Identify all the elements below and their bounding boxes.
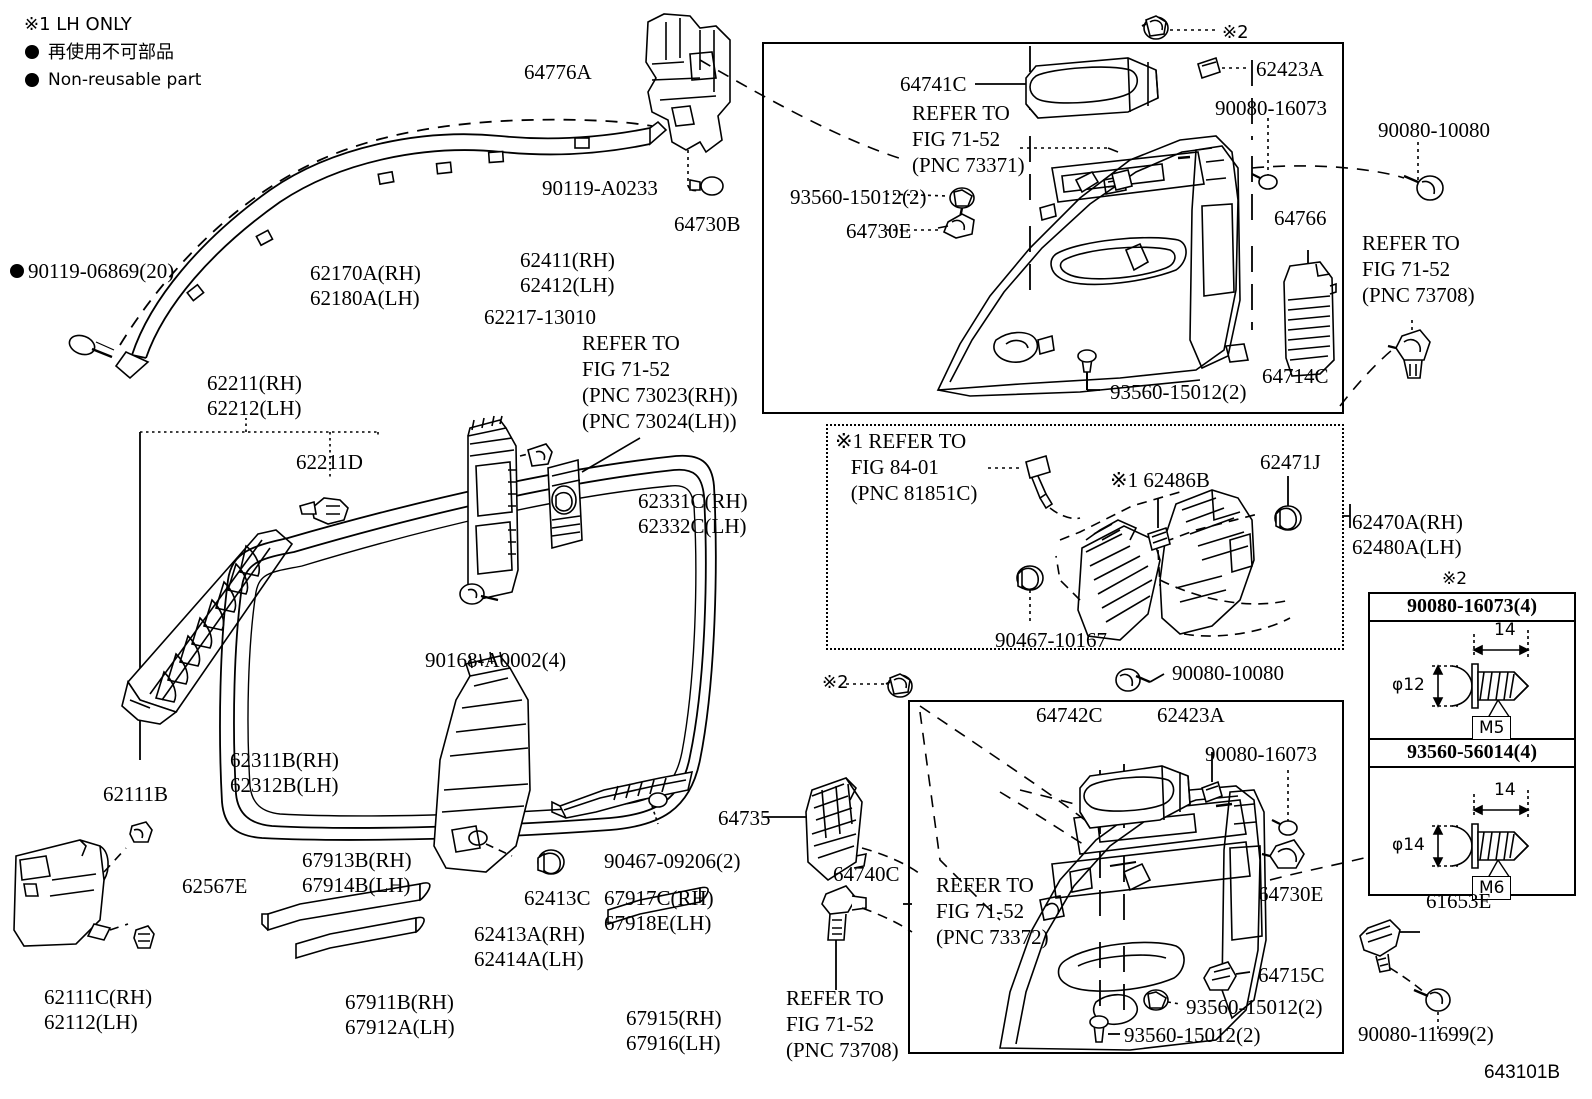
label-90467-10167: 90467-10167 (995, 628, 1107, 652)
panel-quarter-pillar-lh (826, 424, 1344, 650)
label-90467-09206: 90467-09206(2) (604, 849, 741, 873)
scuff-plate-67911B-art (295, 916, 425, 960)
label-62413A-62414A: 62413A(RH) 62414A(LH) (474, 922, 585, 971)
label-refer-73371: REFER TO FIG 71-52 (PNC 73371) (912, 101, 1025, 177)
label-93560-15012-bottom2: 93560-15012(2) (1124, 1023, 1261, 1047)
center-pillar-trim-upper-art (459, 415, 553, 605)
fastener-row-2-head-diameter: φ14 (1392, 835, 1425, 855)
label-62411-62412: 62411(RH) 62412(LH) (520, 248, 615, 297)
clip-62111B-art (129, 821, 153, 843)
leader-73023 (581, 437, 641, 473)
label-62470A-62480A: 62470A(RH) 62480A(LH) (1352, 510, 1463, 559)
label-64730E-top: 64730E (846, 219, 912, 243)
label-90119-A0233: 90119-A0233 (542, 176, 658, 200)
label-90119-06869: 90119-06869(20) (28, 259, 175, 283)
label-64776A: 64776A (524, 60, 592, 84)
bolt-90080-10080-bottom-art (1115, 668, 1165, 692)
label-93560-15012-top: 93560-15012(2) (790, 185, 927, 209)
clip-62211D-art (299, 497, 349, 525)
label-90080-10080-top: 90080-10080 (1378, 118, 1490, 142)
label-62217-13010: 62217-13010 (484, 305, 596, 329)
rear-door-scuff-67917C-art (551, 770, 694, 825)
label-64730E-bottom: 64730E (1258, 882, 1324, 906)
label-note-x2-mid: ※2 (822, 672, 849, 693)
panel-rear-quarter-upper (762, 42, 1344, 414)
fastener-table-note-x2: ※2 (1442, 569, 1468, 589)
label-64740C: 64740C (833, 862, 900, 886)
fastener-row-1-length: 14 (1494, 620, 1516, 640)
screw-x2-bottom-art (885, 673, 913, 698)
cowl-side-trim-art (13, 839, 129, 947)
panel-rear-quarter-lower (908, 700, 1344, 1054)
drawing-number: 643101B (1484, 1062, 1561, 1083)
label-90080-16073-top: 90080-16073 (1215, 96, 1327, 120)
fastener-row-2-length: 14 (1494, 780, 1516, 800)
legend-english-non-reusable: Non-reusable part (48, 70, 202, 90)
clip-64714C-art (1387, 316, 1431, 379)
label-64766: 64766 (1274, 206, 1327, 230)
fastener-row-1-thread: M5 (1472, 716, 1512, 740)
bolt-90080-10080-top-art (1403, 142, 1444, 201)
bullet-icon-japanese (25, 45, 39, 59)
label-93560-15012-top2: 93560-15012(2) (1110, 380, 1247, 404)
label-90080-11699: 90080-11699(2) (1358, 1022, 1494, 1046)
label-refer-73023-73024: REFER TO FIG 71-52 (PNC 73023(RH)) (PNC … (582, 331, 738, 433)
label-62311B-62312B: 62311B(RH) 62312B(LH) (230, 748, 339, 797)
label-64714C: 64714C (1262, 364, 1329, 388)
label-62413C: 62413C (524, 886, 591, 910)
label-62331C-62332C: 62331C(RH) 62332C(LH) (638, 489, 748, 538)
label-90168-A0002: 90168-A0002(4) (425, 648, 567, 672)
bullet-icon-english (25, 73, 39, 87)
bullet-icon-90119-06869 (10, 264, 24, 278)
assist-grip-bracket-64776A-art (645, 13, 731, 196)
label-90080-10080-bottom: 90080-10080 (1172, 661, 1284, 685)
label-62423A-bottom: 62423A (1157, 703, 1225, 727)
label-62111B: 62111B (103, 782, 168, 806)
label-64741C: 64741C (900, 72, 967, 96)
label-62170A-62180A: 62170A(RH) 62180A(LH) (310, 261, 421, 310)
label-62211-62212: 62211(RH) 62212(LH) (207, 371, 302, 420)
label-64715C: 64715C (1258, 963, 1325, 987)
label-64730B: 64730B (674, 212, 741, 236)
label-refer-81851C: ※1 REFER TO FIG 84-01 (PNC 81851C) (835, 429, 978, 505)
legend-lh-only: ※1 LH ONLY (24, 14, 132, 35)
label-refer-73372: REFER TO FIG 71-52 (PNC 73372) (936, 873, 1049, 949)
center-pillar-lower-trim-art (433, 651, 565, 875)
label-67917C-67918E: 67917C(RH) 67918E(LH) (604, 886, 714, 935)
screw-x2-top-art (1141, 15, 1169, 40)
center-pillar-sub-part-art (547, 458, 583, 550)
label-67915-67916: 67915(RH) 67916(LH) (626, 1006, 722, 1055)
label-64735: 64735 (718, 806, 771, 830)
label-62471J: 62471J (1260, 450, 1321, 474)
fastener-row-2-part-number: 93560-56014(4) (1370, 738, 1574, 768)
label-refer-73708-top-right: REFER TO FIG 71-52 (PNC 73708) (1362, 231, 1475, 307)
label-62111C-62112: 62111C(RH) 62112(LH) (44, 985, 153, 1034)
label-note-x2-top: ※2 (1222, 22, 1249, 43)
fastener-row-1-head-diameter: φ12 (1392, 675, 1425, 695)
label-62567E: 62567E (182, 874, 248, 898)
label-62423A-top: 62423A (1256, 57, 1324, 81)
front-pillar-garnish-art (121, 529, 294, 725)
label-refer-73708-bottom-left: REFER TO FIG 71-52 (PNC 73708) (786, 986, 899, 1062)
legend-japanese-non-reusable: 再使用不可部品 (48, 42, 174, 63)
label-64742C: 64742C (1036, 703, 1103, 727)
label-62486B: ※1 62486B (1110, 468, 1210, 492)
fastener-row-2-thread: M6 (1472, 876, 1512, 900)
bracket-61653E-art (1359, 919, 1429, 997)
fastener-row-1-part-number: 90080-16073(4) (1370, 594, 1574, 622)
label-93560-15012-bottom1: 93560-15012(2) (1186, 995, 1323, 1019)
label-67913B-67914B: 67913B(RH) 67914B(LH) (302, 848, 412, 897)
label-67911B-67912A: 67911B(RH) 67912A(LH) (345, 990, 455, 1039)
clip-64740C-art (821, 885, 913, 990)
label-90080-16073-bottom: 90080-16073 (1205, 742, 1317, 766)
bolt-90119-06869 (68, 334, 115, 359)
label-61653E: 61653E (1426, 889, 1492, 913)
clip-62567E-art (133, 925, 155, 949)
label-62211D: 62211D (296, 450, 363, 474)
